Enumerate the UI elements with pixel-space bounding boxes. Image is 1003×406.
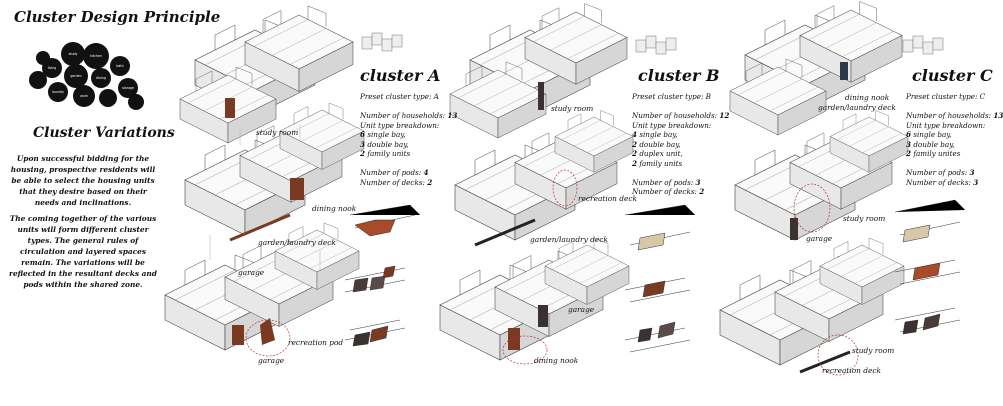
pods-label: Number of pods: — [632, 177, 694, 187]
pods-value: 4 — [423, 168, 429, 177]
pods-value: 3 — [695, 177, 701, 187]
pods-label: Number of pods: — [360, 168, 422, 177]
unit-count: 4 — [632, 130, 638, 139]
unit-type: family units — [639, 158, 683, 168]
unit-count: 6 — [906, 130, 912, 139]
svg-text:study: study — [69, 52, 78, 56]
households-label: Number of households: — [360, 111, 446, 120]
svg-text:living: living — [48, 66, 57, 70]
label-c-study: study room — [843, 214, 886, 223]
unit-type: single bay, — [367, 130, 406, 139]
label-b-dining: dining nook — [534, 356, 579, 365]
unit-count: 6 — [360, 130, 366, 139]
cluster-c-type: Preset cluster type: C — [906, 92, 986, 101]
label-c-dining: dining nook — [845, 93, 890, 102]
cluster-a-info: Preset cluster type: A Number of househo… — [360, 92, 465, 187]
unit-count: 3 — [360, 139, 366, 149]
households-value: 13 — [993, 111, 1003, 120]
decks-value: 2 — [427, 177, 433, 187]
unit-type: double bay, — [913, 139, 955, 149]
svg-text:laundry: laundry — [52, 90, 64, 94]
decks-label: Number of decks: — [906, 177, 971, 187]
cluster-b-info: Preset cluster type: B Number of househo… — [632, 92, 737, 197]
unit-count: 2 — [632, 158, 638, 168]
svg-text:garden: garden — [70, 74, 81, 78]
cluster-c-info: Preset cluster type: C Number of househo… — [906, 92, 1003, 187]
households-label: Number of households: — [632, 111, 718, 120]
unit-type: double bay, — [639, 139, 681, 149]
cluster-b-title: cluster B — [638, 66, 720, 85]
label-a-rec: recreation pod — [288, 338, 344, 347]
description-para-2: The coming together of the various units… — [9, 214, 157, 289]
households-value: 12 — [719, 111, 730, 120]
households-value: 13 — [447, 111, 458, 120]
label-c-garage: garage — [806, 234, 833, 243]
label-b-garden: garden/laundry deck — [530, 235, 608, 244]
unit-type: family units — [367, 149, 411, 158]
svg-text:bath: bath — [116, 64, 123, 68]
pods-label: Number of pods: — [906, 168, 968, 177]
cluster-a-type: Preset cluster type: A — [360, 92, 439, 101]
label-b-rec: recreation deck — [578, 194, 637, 203]
section-subtitle: Cluster Variations — [33, 125, 175, 141]
svg-text:kitchen: kitchen — [90, 54, 102, 58]
label-a-garage-2: garage — [258, 356, 285, 365]
label-b-study: study room — [551, 104, 594, 113]
households-label: Number of households: — [906, 111, 992, 120]
label-a-garage: garage — [238, 268, 265, 277]
label-c-study-2: study room — [852, 346, 895, 355]
unit-count: 2 — [360, 149, 366, 158]
label-a-dining: dining nook — [312, 204, 357, 213]
svg-text:dining: dining — [96, 76, 106, 80]
label-c-rec: recreation deck — [822, 366, 881, 375]
decks-value: 3 — [973, 177, 979, 187]
unit-count: 2 — [906, 149, 912, 158]
unit-count: 3 — [906, 139, 912, 149]
unit-type: single bay, — [639, 130, 678, 139]
cluster-a-title: cluster A — [360, 66, 441, 85]
cluster-b-type: Preset cluster type: B — [632, 92, 711, 101]
unit-type: single bay, — [913, 130, 952, 139]
svg-text:storage: storage — [122, 86, 134, 90]
breakdown-label: Unit type breakdown: — [906, 120, 986, 130]
breakdown-label: Unit type breakdown: — [632, 120, 712, 130]
description-para-1: Upon successful bidding for the housing,… — [10, 154, 156, 207]
decks-label: Number of decks: — [632, 187, 697, 196]
decks-value: 2 — [699, 187, 705, 196]
svg-text:work: work — [80, 94, 88, 98]
label-a-garden: garden/laundry deck — [258, 238, 336, 247]
unit-type: family unites — [913, 149, 961, 158]
decks-label: Number of decks: — [360, 177, 425, 187]
label-a-study: study room — [256, 128, 299, 137]
label-b-garage: garage — [568, 305, 595, 314]
unit-count: 2 — [632, 149, 638, 158]
unit-type: duplex unit, — [639, 149, 683, 158]
cluster-c-title: cluster C — [912, 66, 993, 85]
page-title: Cluster Design Principle — [14, 8, 221, 26]
label-c-garden: garden/laundry deck — [818, 103, 896, 112]
unit-type: double bay, — [367, 139, 409, 149]
pods-value: 3 — [969, 168, 975, 177]
breakdown-label: Unit type breakdown: — [360, 120, 440, 130]
unit-count: 2 — [632, 139, 638, 149]
